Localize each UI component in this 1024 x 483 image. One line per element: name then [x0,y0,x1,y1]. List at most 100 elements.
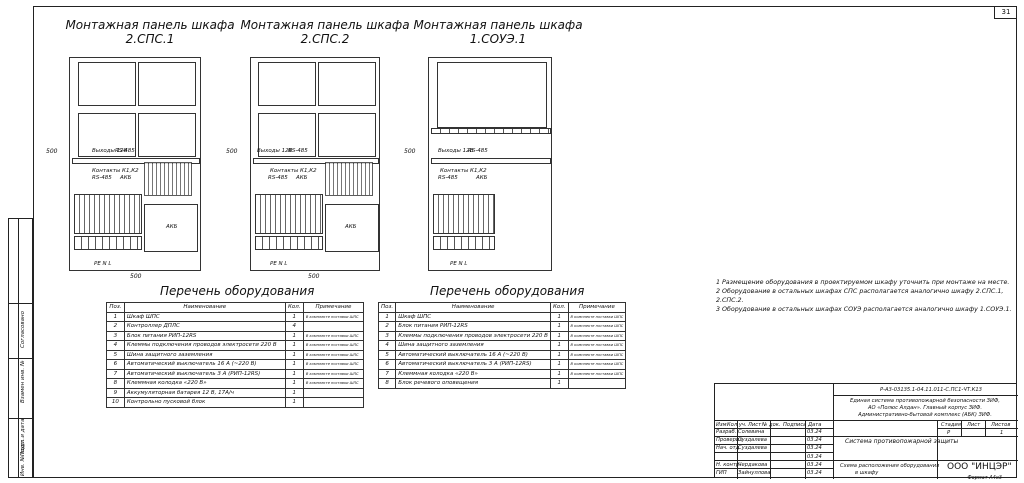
table-cell: 1 [284,330,304,341]
table-cell: 8 [377,378,397,389]
stamp-stage-header: Стадия [941,422,961,428]
panel2-height-dim: 500 [226,148,238,155]
left-col-agreed: Согласовано [20,311,26,348]
table-cell: 1 [549,359,569,370]
table-cell: 5 [106,349,125,360]
table-cell: В комплекте поставки ШПС [567,340,627,351]
table-cell: Клеммная колодка «220 В» [395,368,551,379]
table-cell: 1 [284,340,304,351]
table-cell: В комплекте поставки ШПС [302,330,365,341]
stamp-person-role: Нач. отд. [716,445,741,452]
panel3-label-rs2: RS-485 [438,175,458,181]
table-cell: Автоматический выключатель 16 А (~220 В) [123,359,286,370]
table-cell: 3 [377,330,397,341]
stamp-person-date: 03.24 [807,437,822,444]
stamp-person-name: Чердакова [738,461,768,468]
table2-title: Перечень оборудования [430,284,585,298]
table-header-cell: Поз. [106,302,125,313]
table-header-cell: Кол. [549,302,569,313]
table-cell: В комплекте поставки ШПС [302,311,365,322]
panel3-label-akb: АКБ [476,175,488,181]
stamp-project-3: Административно-бытовой комплекс (АБК) З… [858,412,992,418]
table-header-cell: Кол. [284,302,304,313]
panel2-label-pen: PE N L [270,261,288,267]
stamp-h-date: Дата [808,422,822,428]
table-cell: 1 [284,349,304,360]
panel3-cabinet [428,57,552,271]
table-cell: Шкаф ШПС [395,311,551,322]
panel1-title: Монтажная панель шкафа 2.СПС.1 [65,18,235,46]
table-cell: В комплекте поставки ШПС [302,378,365,389]
stamp-h-sign: Подпись [783,422,807,428]
table-cell: 6 [377,359,397,370]
table-cell: 10 [106,397,125,408]
notes: 1 Размещение оборудования в проектируемо… [716,278,1024,314]
table-cell: 2 [377,321,397,332]
stamp-sheet-header: Лист [967,422,981,428]
panel1-cabinet [69,57,201,271]
panel1-label-rs: RS-485 [115,148,135,154]
stamp-person-date: 03.24 [807,445,822,452]
table-cell: Блок речевого оповещения [395,378,551,389]
note-3: 3 Оборудование в остальных шкафах СОУЭ р… [716,306,1012,313]
table-cell: 2 [106,321,125,332]
note-1: 1 Размещение оборудования в проектируемо… [716,279,1010,286]
stamp-person-date: 03.24 [807,470,822,476]
panel2-label-akb-box: АКБ [345,224,357,230]
stamp-person-name: Солевина [738,429,765,435]
stamp-drawing-2: в шкафу [855,470,879,476]
table-header-cell: Примечание [302,302,365,313]
table-cell [567,378,627,389]
table-cell: 1 [549,378,569,389]
table-cell: 1 [284,387,304,398]
table-cell: Автоматический выключатель 3 А (РИП-12RS… [395,359,551,370]
panel3-height-dim: 500 [404,148,416,155]
table-header-cell: Поз. [377,302,397,313]
table-cell: Шина защитного заземления [123,349,286,360]
panel2-label-akb: АКБ [296,175,308,181]
panel1-label-out: Выходы 12В [92,148,128,154]
table-cell: Аккумуляторная батарея 12 В, 17А/ч [123,387,286,398]
table-cell: 7 [106,368,125,379]
table-cell: 1 [284,368,304,379]
stamp-sheets: 1 [1000,430,1004,436]
stamp-sheets-header: Листов [991,422,1011,428]
stamp-person-role: Разраб. [716,429,737,435]
stamp-drawing-1: Схема расположения оборудования [840,463,940,469]
panel3-title: Монтажная панель шкафа 1.СОУЭ.1 [413,18,583,46]
note-2: 2 Оборудование в остальных шкафах СПС ра… [716,288,1004,304]
panel1-height-dim: 500 [46,148,58,155]
table-cell: 4 [284,321,304,332]
panel2-label-contacts: Контакты К1,К2 [270,168,317,174]
table-cell: 8 [106,378,125,389]
table-cell: Шина защитного заземления [395,340,551,351]
table-cell: 1 [284,359,304,370]
stamp-person-name: Суздалева [738,445,767,452]
panel1-label-pen: PE N L [94,261,112,267]
left-col-replace: Взамен инв. № [20,360,26,403]
stamp-person-date: 03.24 [807,461,822,468]
panel1-width-dim: 500 [130,273,142,280]
table-cell: 7 [377,368,397,379]
stamp-company: ООО "ИНЦЭР" [947,462,1012,472]
table-header-cell: Наименование [395,302,551,313]
panel2-label-rs: RS-485 [288,148,308,154]
stamp-person-name: Суздалева [738,437,767,444]
table-cell: В комплекте поставки ШПС [567,349,627,360]
